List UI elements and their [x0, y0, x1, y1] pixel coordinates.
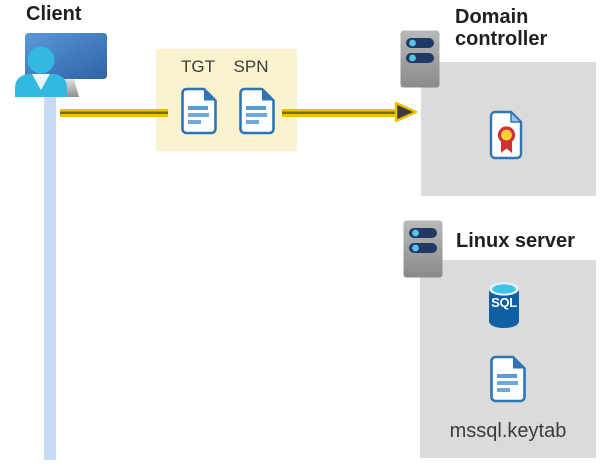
client-connection-line: [44, 96, 56, 460]
request-arrow-line-left: [60, 109, 168, 117]
tgt-document-icon: [181, 87, 217, 135]
user-icon: [15, 46, 67, 97]
sql-database-label: SQL: [491, 295, 517, 310]
spn-label: SPN: [233, 57, 269, 76]
keytab-filename-label: mssql.keytab: [449, 420, 567, 442]
client-label: Client: [26, 3, 82, 25]
linux-server-label: Linux server: [456, 230, 575, 252]
client-computer-icon: [15, 33, 107, 97]
certificate-icon: [489, 110, 523, 160]
spn-document-icon: [239, 87, 275, 135]
tgt-label: TGT: [181, 57, 215, 76]
domain-controller-label-line1: Domain: [455, 6, 529, 28]
linux-server-icon: [403, 220, 443, 278]
domain-controller-server-icon: [400, 30, 440, 88]
sql-database-icon: [489, 282, 519, 328]
domain-controller-label: Domain controller: [455, 6, 547, 50]
keytab-document-icon: [490, 355, 526, 403]
request-arrow-line-right: [282, 109, 398, 117]
domain-controller-label-line2: controller: [455, 28, 548, 50]
request-arrowhead-icon: [394, 101, 418, 123]
